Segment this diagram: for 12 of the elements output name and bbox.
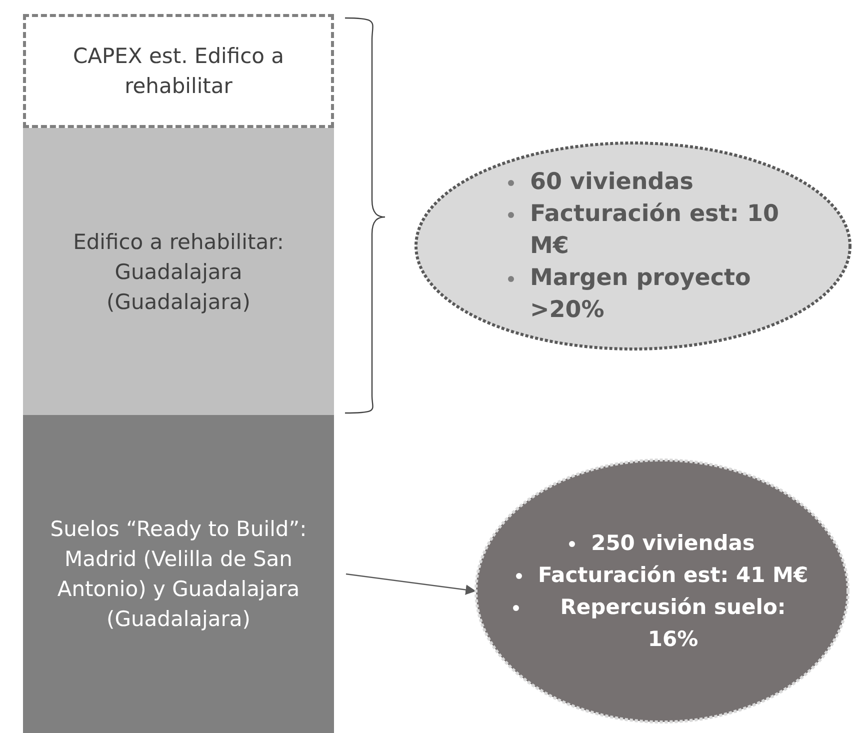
- bullet-text: 250 viviendas: [591, 530, 755, 557]
- bullet-text: 60 viviendas: [530, 168, 694, 197]
- text-box: Edifico a rehabilitar: Guadalajara (Guadalajara): [23, 128, 334, 415]
- ellipse-callout: [413, 140, 853, 352]
- bullet-text: Facturación est: 41 M€: [538, 562, 808, 589]
- ellipse-callout: [473, 457, 851, 725]
- arrow: [346, 573, 476, 595]
- bullet-text: Margen proyecto >20%: [530, 264, 752, 325]
- bullet-text: Facturación est: 10 M€: [530, 200, 780, 261]
- text-box: CAPEX est. Edifico a rehabilitar: [23, 14, 334, 128]
- bullet-text: Repercusión suelo: 16%: [559, 594, 787, 653]
- text-box: Suelos “Ready to Build”: Madrid (Velilla de San Antonio) y Guadalajara (Guadalajara): [23, 415, 334, 733]
